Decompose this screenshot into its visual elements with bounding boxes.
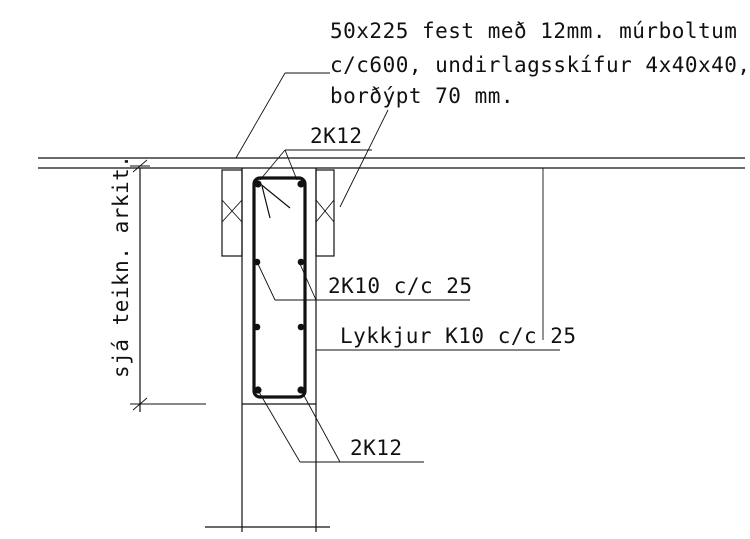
- rebar-side: [253, 258, 305, 331]
- label-stirrups: Lykkjur K10 c/c 25: [340, 324, 577, 348]
- leader-top-bars: [259, 149, 372, 181]
- leader-bottom-bars: [258, 391, 424, 463]
- leader-side-bars: [257, 263, 470, 301]
- dimension-label: sjá teikn. arkit.: [109, 155, 133, 378]
- note-line-3: borðýpt 70 mm.: [330, 84, 514, 108]
- label-bottom-bars: 2K12: [350, 436, 403, 460]
- rebar-top: [254, 180, 305, 188]
- label-side-bars: 2K10 c/c 25: [328, 274, 473, 298]
- note-line-1: 50x225 fest með 12mm. múrboltum: [330, 19, 737, 43]
- label-top-bars: 2K12: [310, 124, 363, 148]
- timber-ledger-left: [221, 169, 243, 257]
- leader-note: [235, 72, 389, 208]
- stirrup-k10: [252, 176, 307, 399]
- slab-top-lines: [38, 157, 745, 169]
- rebar-bottom: [254, 386, 305, 394]
- dimension-line: [130, 159, 544, 412]
- beam-outline: [205, 168, 330, 532]
- note-line-2: c/c600, undirlagsskífur 4x40x40,: [330, 53, 750, 77]
- timber-ledger-right: [315, 169, 335, 257]
